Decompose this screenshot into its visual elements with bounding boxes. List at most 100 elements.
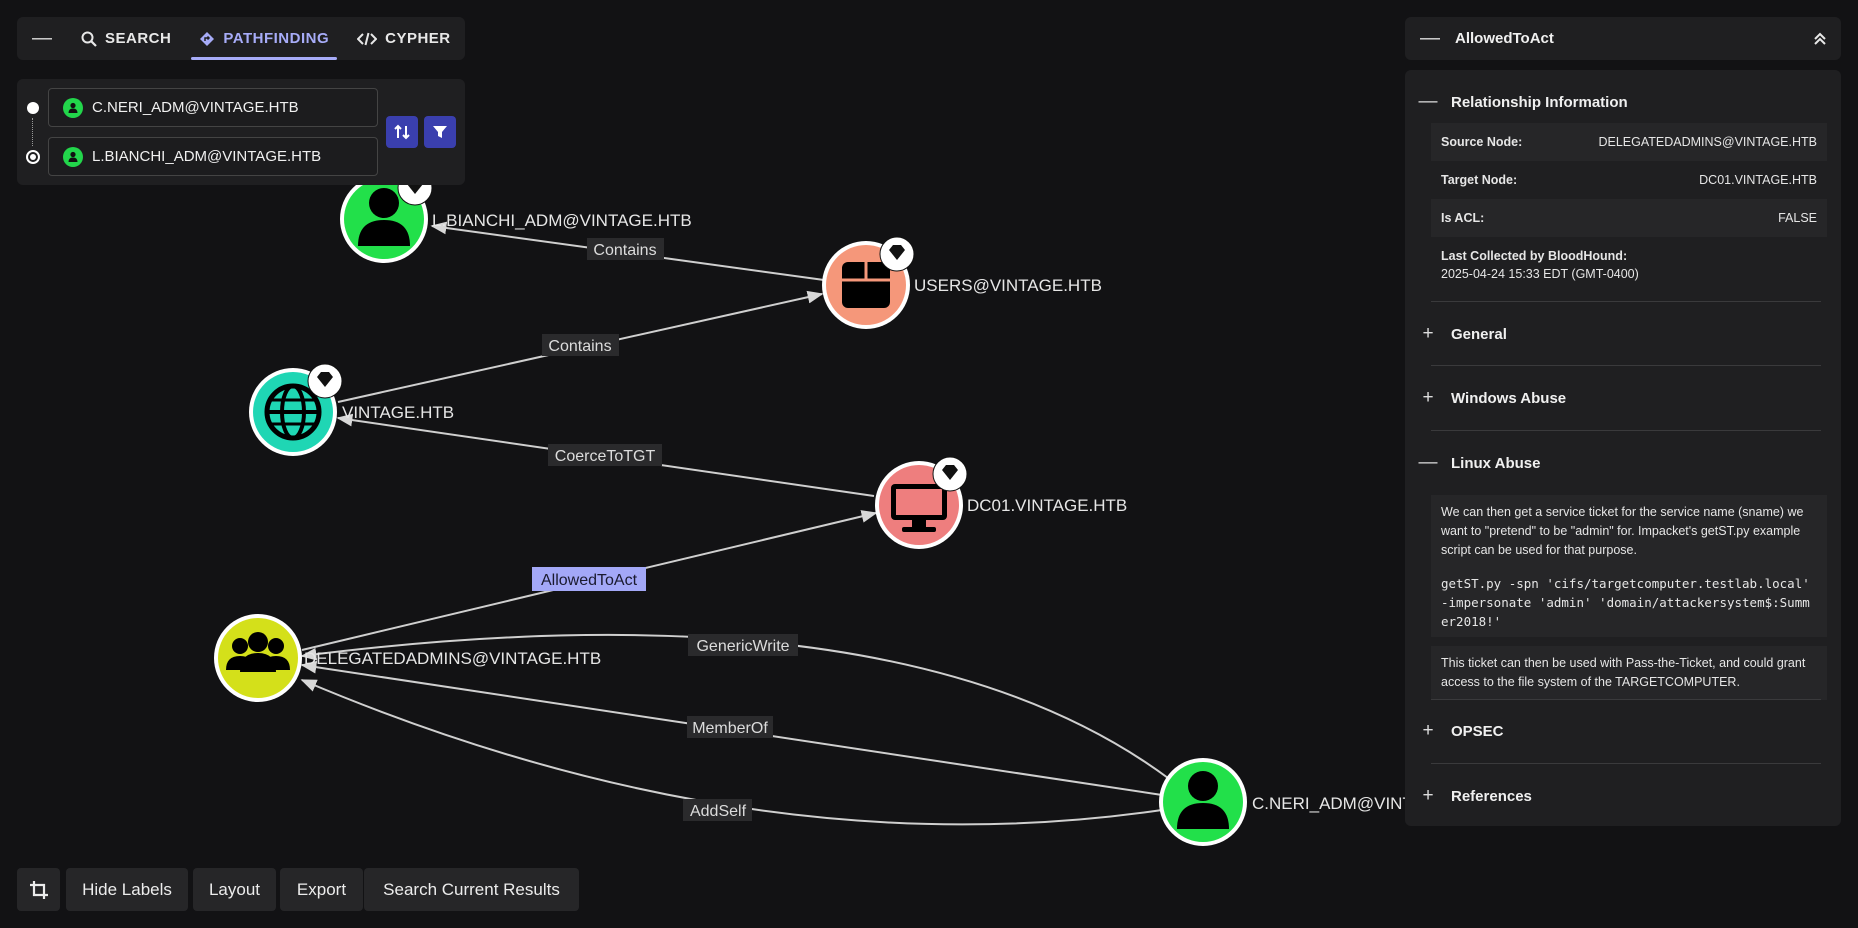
entity-panel-header: — AllowedToAct — [1405, 17, 1841, 60]
edge-label-coercetotgt[interactable]: CoerceToTGT — [548, 444, 662, 466]
start-node-value: C.NERI_ADM@VINTAGE.HTB — [92, 99, 299, 116]
layout-button[interactable]: Layout — [193, 868, 276, 911]
user-icon — [1177, 771, 1229, 829]
target-node-value: DC01.VINTAGE.HTB — [1699, 173, 1817, 187]
tab-pathfinding-label: PATHFINDING — [223, 30, 330, 47]
is-acl-row: Is ACL: FALSE — [1431, 199, 1827, 237]
svg-text:Contains: Contains — [593, 242, 656, 259]
svg-text:CoerceToTGT: CoerceToTGT — [555, 448, 656, 465]
route-icon — [200, 31, 215, 46]
collapse-panel-button[interactable]: — — [1405, 27, 1455, 50]
section-references[interactable]: + References — [1405, 776, 1841, 816]
filter-button[interactable] — [424, 116, 456, 148]
gem-badge-icon — [879, 236, 915, 272]
section-windows-abuse[interactable]: + Windows Abuse — [1405, 378, 1841, 418]
plus-icon: + — [1422, 323, 1434, 344]
svg-text:AllowedToAct: AllowedToAct — [541, 572, 638, 589]
users-group-icon — [226, 632, 290, 672]
target-node-row: Target Node: DC01.VINTAGE.HTB — [1431, 161, 1827, 199]
filter-icon — [433, 126, 447, 138]
svg-text:Contains: Contains — [548, 338, 611, 355]
edge-label-memberof[interactable]: MemberOf — [687, 716, 773, 738]
tab-cypher[interactable]: CYPHER — [343, 17, 465, 60]
user-icon — [63, 146, 83, 167]
plus-icon: + — [1422, 785, 1434, 806]
hide-labels-button[interactable]: Hide Labels — [66, 868, 188, 911]
edge-label-genericwrite[interactable]: GenericWrite — [688, 634, 798, 656]
end-node-input[interactable]: L.BIANCHI_ADM@VINTAGE.HTB — [48, 137, 378, 176]
edge-genericwrite-cneri-delegatedadmins[interactable] — [300, 633, 1169, 779]
edge-label-addself[interactable]: AddSelf — [683, 799, 752, 821]
user-icon — [63, 97, 83, 118]
export-button[interactable]: Export — [280, 868, 363, 911]
svg-text:VINTAGE.HTB: VINTAGE.HTB — [342, 403, 454, 422]
divider — [1431, 699, 1821, 700]
section-title: General — [1451, 325, 1507, 343]
section-general[interactable]: + General — [1405, 314, 1841, 354]
last-collected-row: Last Collected by BloodHound: 2025-04-24… — [1431, 239, 1827, 291]
section-title: OPSEC — [1451, 722, 1504, 740]
linux-abuse-followup: This ticket can then be used with Pass-t… — [1431, 646, 1827, 700]
node-users-group[interactable]: USERS@VINTAGE.HTB — [822, 236, 1102, 329]
search-current-results-button[interactable]: Search Current Results — [364, 868, 579, 911]
start-node-marker-icon — [27, 102, 39, 114]
edge-label-allowedtoact[interactable]: AllowedToAct — [532, 567, 646, 591]
code-icon — [357, 32, 378, 45]
tab-pathfinding[interactable]: PATHFINDING — [185, 17, 343, 60]
tab-cypher-label: CYPHER — [385, 30, 451, 47]
last-collected-value: 2025-04-24 15:33 EDT (GMT-0400) — [1441, 267, 1639, 281]
collapse-all-button[interactable] — [1799, 31, 1841, 47]
section-title: Windows Abuse — [1451, 389, 1567, 407]
start-node-input[interactable]: C.NERI_ADM@VINTAGE.HTB — [48, 88, 378, 127]
edge-label-contains-1[interactable]: Contains — [587, 238, 664, 260]
section-title: Relationship Information — [1451, 93, 1628, 111]
target-node-label: Target Node: — [1441, 173, 1518, 187]
source-node-row: Source Node: DELEGATEDADMINS@VINTAGE.HTB — [1431, 123, 1827, 161]
swap-vertical-icon — [394, 124, 410, 140]
svg-text:MemberOf: MemberOf — [692, 720, 768, 737]
node-vintage-domain[interactable]: VINTAGE.HTB — [249, 363, 454, 456]
node-delegatedadmins-group[interactable]: DELEGATEDADMINS@VINTAGE.HTB — [214, 614, 601, 702]
divider — [1431, 365, 1821, 366]
globe-icon — [264, 383, 322, 441]
crop-fit-button[interactable] — [17, 868, 60, 911]
edge-label-contains-2[interactable]: Contains — [542, 334, 619, 356]
divider — [1431, 301, 1821, 302]
section-title: References — [1451, 787, 1532, 805]
swap-nodes-button[interactable] — [386, 116, 418, 148]
linux-abuse-command[interactable]: getST.py -spn 'cifs/targetcomputer.testl… — [1431, 568, 1827, 637]
path-connector — [32, 118, 33, 146]
collapse-button[interactable]: — — [17, 17, 67, 60]
divider — [1431, 763, 1821, 764]
computer-icon — [891, 484, 947, 532]
node-c-neri-adm[interactable]: C.NERI_ADM@VINTA — [1159, 758, 1424, 846]
tab-search[interactable]: SEARCH — [67, 17, 185, 60]
section-relationship-information[interactable]: — Relationship Information — [1405, 82, 1841, 122]
svg-text:GenericWrite: GenericWrite — [696, 638, 789, 655]
gem-badge-icon — [307, 363, 343, 399]
section-opsec[interactable]: + OPSEC — [1405, 711, 1841, 751]
minus-icon: — — [32, 27, 52, 49]
minus-icon: — — [1420, 27, 1440, 49]
divider — [1431, 430, 1821, 431]
svg-text:C.NERI_ADM@VINTA: C.NERI_ADM@VINTA — [1252, 794, 1424, 813]
source-node-value: DELEGATEDADMINS@VINTAGE.HTB — [1598, 135, 1817, 149]
section-title: Linux Abuse — [1451, 454, 1541, 472]
plus-icon: + — [1422, 387, 1434, 408]
node-dc01-computer[interactable]: DC01.VINTAGE.HTB — [875, 456, 1127, 549]
gem-badge-icon — [932, 456, 968, 492]
explore-tabbar: — SEARCH PATHFINDING CYPHER — [17, 17, 465, 60]
minus-icon: — — [1418, 91, 1438, 112]
section-linux-abuse[interactable]: — Linux Abuse — [1405, 443, 1841, 483]
source-node-label: Source Node: — [1441, 135, 1523, 149]
tab-search-label: SEARCH — [105, 30, 172, 47]
svg-text:USERS@VINTAGE.HTB: USERS@VINTAGE.HTB — [914, 276, 1102, 295]
is-acl-value: FALSE — [1778, 211, 1817, 225]
svg-text:L.BIANCHI_ADM@VINTAGE.HTB: L.BIANCHI_ADM@VINTAGE.HTB — [432, 211, 692, 230]
entity-info-panel[interactable]: — Relationship Information Source Node: … — [1405, 70, 1841, 826]
plus-icon: + — [1422, 720, 1434, 741]
crop-icon — [29, 880, 48, 899]
linux-abuse-description: We can then get a service ticket for the… — [1431, 495, 1827, 568]
last-collected-label: Last Collected by BloodHound: — [1441, 249, 1628, 263]
